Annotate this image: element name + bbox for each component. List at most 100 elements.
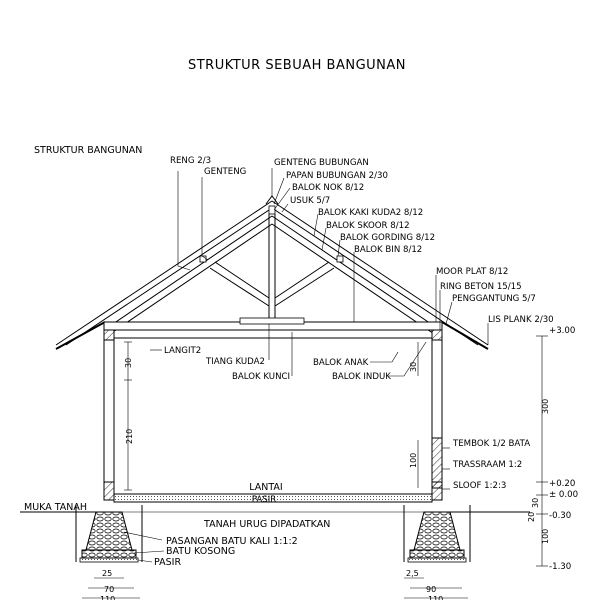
ridge-beam — [268, 205, 276, 215]
leader-reng — [177, 171, 191, 271]
right-purlin — [336, 255, 344, 263]
left-sand-bed — [79, 557, 139, 563]
roof-structure — [55, 195, 489, 350]
label-tiang-kuda: TIANG KUDA2 — [205, 357, 265, 367]
leader-kaki-kuda — [313, 213, 319, 237]
dim-text-110: 110 — [100, 595, 115, 600]
trassraam — [431, 437, 443, 489]
right-rafter-b — [271, 223, 441, 339]
left-batu-kosong — [81, 549, 137, 559]
label-penggantung: PENGGANTUNG 5/7 — [452, 294, 536, 304]
left-rafter — [103, 215, 273, 331]
label-ring-beton: RING BETON 15/15 — [440, 282, 522, 292]
leader-usuk — [281, 203, 289, 213]
dim-text-210: 210 — [125, 429, 134, 444]
foundation-right — [403, 505, 471, 563]
left-roof-outer — [55, 200, 273, 346]
right-batu-kosong — [409, 549, 465, 559]
dimension-lines — [82, 335, 548, 599]
label-reng: RENG 2/3 — [170, 156, 211, 166]
right-roof-outer — [271, 200, 489, 346]
left-strut-a — [214, 261, 270, 299]
left-sloof — [103, 481, 115, 501]
level-p300: +3.00 — [549, 326, 575, 336]
left-wall — [103, 329, 115, 501]
dim-text-25: 25 — [102, 569, 112, 578]
right-strut-a — [274, 261, 330, 299]
right-ring-beam — [431, 329, 443, 341]
label-tembok: TEMBOK 1/2 BATA — [452, 439, 530, 449]
leader-balok-anak — [370, 351, 399, 363]
dim-text-100-right: 100 — [541, 529, 550, 544]
level-m030: -0.30 — [549, 511, 571, 521]
label-pasir: PASIR — [154, 557, 181, 568]
dim-text-300: 300 — [541, 399, 550, 414]
label-pasangan-batu: PASANGAN BATU KALI 1:1:2 — [166, 536, 298, 547]
dim-text-20: 20 — [527, 512, 536, 522]
label-lantai: LANTAI — [249, 482, 282, 493]
floor-slab — [113, 493, 433, 503]
left-roof-inner — [65, 207, 273, 346]
label-balok-kaki-kuda: BALOK KAKI KUDA2 8/12 — [318, 208, 423, 218]
dim-text-30-inner: 30 — [409, 362, 418, 372]
drawing-title: STRUKTUR SEBUAH BANGUNAN — [188, 58, 406, 73]
walls — [103, 329, 443, 501]
label-balok-induk: BALOK INDUK — [332, 372, 391, 382]
label-balok-skoor: BALOK SKOOR 8/12 — [326, 221, 410, 231]
label-genteng: GENTENG — [204, 167, 246, 177]
level-m130: -1.30 — [549, 562, 571, 572]
leader-gording — [337, 239, 341, 257]
label-balok-nok: BALOK NOK 8/12 — [292, 183, 364, 193]
level-p020: +0.20 — [549, 479, 575, 489]
label-pasir-floor: PASIR — [252, 495, 277, 505]
label-usuk: USUK 5/7 — [290, 196, 330, 206]
label-balok-gording: BALOK GORDING 8/12 — [340, 233, 435, 243]
foundation-left — [75, 505, 143, 563]
left-ring-beam — [103, 329, 115, 341]
leader-papan-bubungan — [273, 177, 285, 205]
leader-genteng — [201, 177, 209, 261]
leader-nok — [273, 187, 291, 211]
floor-ground — [20, 493, 530, 513]
label-moor-plat: MOOR PLAT 8/12 — [436, 267, 508, 277]
label-batu-kosong: BATU KOSONG — [166, 546, 235, 557]
label-balok-anak: BALOK ANAK — [313, 358, 369, 368]
label-balok-kunci: BALOK KUNCI — [232, 372, 290, 382]
drawing-subtitle: STRUKTUR BANGUNAN — [34, 145, 142, 156]
dim-text-110b: 110 — [428, 595, 443, 600]
dim-text-2-5: 2,5 — [406, 569, 419, 578]
label-sloof: SLOOF 1:2:3 — [453, 481, 506, 491]
right-strut-b — [274, 267, 335, 307]
right-stone-masonry — [413, 511, 461, 551]
leader-pasangan-batu — [123, 531, 163, 541]
right-rafter — [271, 215, 441, 331]
leader-lines — [123, 168, 489, 563]
tie-plate — [239, 317, 305, 325]
label-trassraam: TRASSRAAM 1:2 — [452, 460, 522, 470]
label-balok-bin: BALOK BIN 8/12 — [354, 245, 422, 255]
label-lis-plank: LIS PLANK 2/30 — [488, 315, 554, 325]
dim-text-70: 70 — [104, 585, 114, 594]
right-roof-inner — [271, 207, 479, 346]
leader-batu-kosong — [133, 550, 165, 554]
left-rafter-b — [103, 223, 273, 339]
label-papan-bubungan: PAPAN BUBUNGAN 2/30 — [286, 171, 388, 181]
dim-text-30-right: 30 — [531, 498, 540, 508]
leader-skoor — [321, 227, 327, 251]
label-muka-tanah: MUKA TANAH — [24, 502, 87, 513]
leader-penggantung — [445, 301, 453, 325]
level-000: ± 0.00 — [549, 490, 578, 500]
leader-pasir — [137, 559, 153, 563]
dim-text-30: 30 — [124, 358, 133, 368]
dim-text-100: 100 — [409, 453, 418, 468]
right-sand-bed — [407, 557, 467, 563]
leader-balok-induk — [388, 341, 427, 377]
right-sloof — [431, 481, 443, 501]
label-langit: LANGIT2 — [164, 346, 201, 356]
left-strut-b — [209, 267, 270, 307]
label-tanah-urug: TANAH URUG DIPADATKAN — [203, 519, 330, 530]
dim-text-90: 90 — [426, 585, 436, 594]
left-stone-masonry — [85, 511, 133, 551]
